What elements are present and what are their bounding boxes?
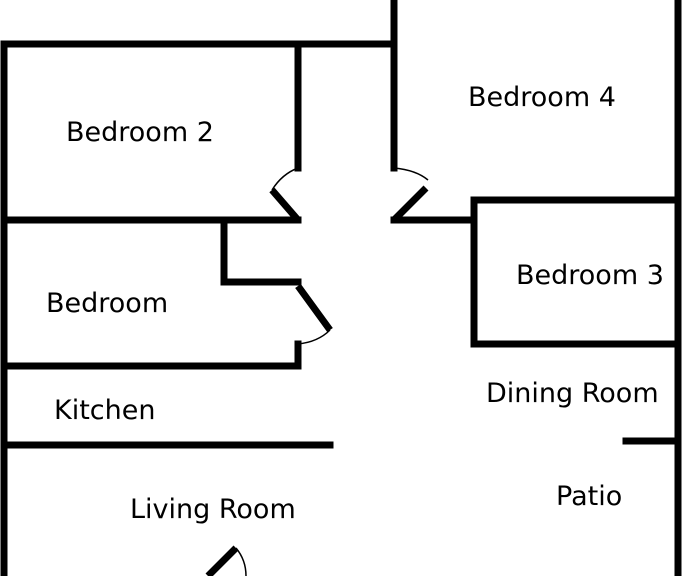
entry-door — [205, 545, 247, 576]
bedroom-walls — [0, 216, 333, 370]
door-bedroom-leaf[interactable] — [295, 283, 333, 333]
bedroom-2-walls — [0, 40, 302, 224]
label-patio: Patio — [556, 481, 622, 512]
bedroom-4-walls — [390, 167, 478, 224]
door-bedroom-swing — [297, 329, 331, 345]
door-bedroom-4-leaf[interactable] — [391, 185, 429, 223]
room-labels: Bedroom 2 Bedroom 4 Bedroom 3 Bedroom Ki… — [46, 82, 664, 525]
bedroom-3-walls — [470, 196, 682, 348]
door-entry-leaf[interactable] — [205, 545, 239, 576]
door-bedroom-2-swing — [271, 167, 299, 191]
door-bedroom-4-swing — [393, 167, 429, 181]
label-bedroom-3: Bedroom 3 — [516, 260, 664, 291]
label-bedroom-4: Bedroom 4 — [468, 82, 616, 113]
label-bedroom-2: Bedroom 2 — [66, 117, 214, 148]
label-dining-room: Dining Room — [486, 378, 659, 409]
wall-bedroom-notch — [220, 216, 302, 286]
door-entry-swing — [235, 547, 247, 576]
label-bedroom: Bedroom — [46, 288, 168, 319]
label-living-room: Living Room — [130, 494, 296, 525]
door-bedroom-2-leaf[interactable] — [269, 187, 301, 223]
label-kitchen: Kitchen — [54, 395, 155, 426]
